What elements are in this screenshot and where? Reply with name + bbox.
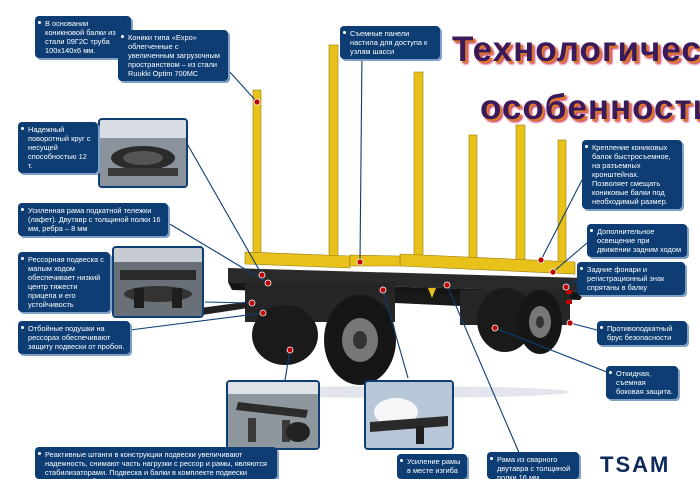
leader-lines [129,51,618,456]
callout-stake-mount: Крепление кониковых балок быстросъемное,… [582,140,682,209]
callout-reaction-rods: Реактивные штанги в конструкции подвески… [35,447,277,479]
callout-spring-suspension: Рессорная подвеска с малым ходом обеспеч… [18,252,110,312]
frame-bend-photo [364,380,454,450]
stake-rear-right [557,139,567,269]
front-conik-beam [244,251,351,269]
marker-dots [248,98,574,354]
page-title-line1: Технологические [452,30,700,69]
page-title-line2: особенности [480,88,700,127]
brand-logo-text: TSAM [600,452,671,477]
stake-front-left [252,89,262,261]
callout-extra-lighting: Дополнительное освещение при движении за… [587,224,687,257]
callout-frame-bend: Усиление рамы в месте изгиба [397,454,467,479]
callout-removable-panels: Съемные панели настила для доступа к узл… [340,26,440,59]
callout-side-guard: Откидная, съемная боковая защита. [606,366,678,399]
suspension-photo [112,246,204,318]
rear-conik-beam [399,253,576,275]
callout-base-beams: В основании коникновой балки из стали 09… [35,16,131,58]
callout-rear-lights: Задние фонари и регистрационный знак спр… [577,262,685,295]
stake-front-right [328,44,339,261]
callout-expo-stakes: Коники типа «Expo» облегченные с увеличе… [118,30,228,81]
wheels [252,288,562,385]
turntable-photo [98,118,188,188]
callout-underrun-bar: Противоподкатный брус безопасности [597,321,687,345]
stake-rear-left [515,124,526,266]
stake-mid-right [468,134,478,266]
callout-turntable: Надежный поворотный круг с несущей спосо… [18,122,98,173]
callout-bump-pads: Отбойные подушки на рессорах обеспечиваю… [18,321,130,354]
callout-welded-frame: Рама из сварного двутавра с толщиной пол… [487,452,579,479]
reaction-rods-photo [226,380,320,450]
stake-mid-left [413,71,424,265]
yellow-stakes [244,44,576,275]
callout-reinforced-frame: Усиленная рама подкатной тележки (лафет)… [18,203,168,236]
